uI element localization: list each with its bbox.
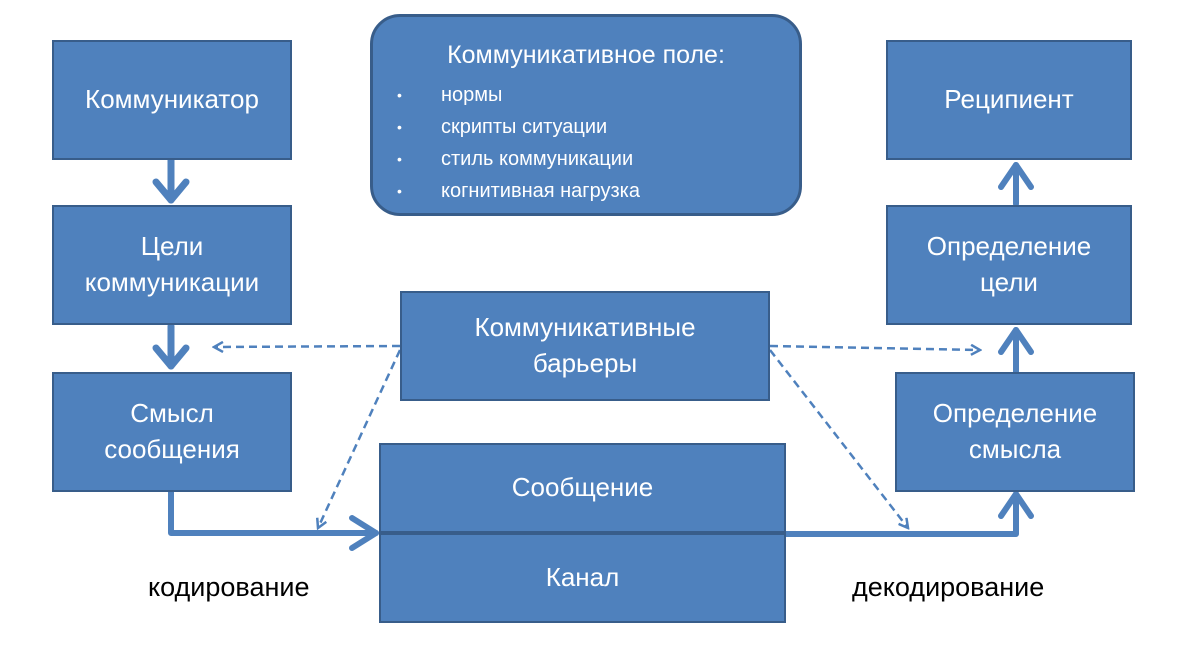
barriers-label-line2: барьеры [532, 348, 638, 378]
dashed-arrow-barriers-to-encoding [318, 349, 402, 528]
meaning-determination-label-line1: Определение [932, 398, 1098, 429]
communicative-field-title: Коммуникативное поле: [447, 41, 725, 69]
goal-determination-label-line2: цели [980, 267, 1038, 297]
bullet-icon: • [397, 151, 402, 167]
dashed-arrow-barriers-to-goals [214, 346, 401, 347]
encoding-label: кодирование [148, 572, 310, 602]
communicator-box: Коммуникатор [52, 40, 292, 160]
meaning-determination-box: Определение смысла [895, 372, 1135, 492]
list-item-text: скрипты ситуации [441, 115, 608, 138]
barriers-box: Коммуникативные барьеры [400, 291, 770, 401]
meaning-label-line1: Смысл [130, 398, 214, 429]
list-item-text: стиль коммуникации [441, 147, 634, 170]
bullet-icon: • [397, 183, 402, 199]
barriers-label-line1: Коммуникативные [474, 312, 696, 343]
arrow-meaning-determination-to-goal-determination [998, 327, 1034, 375]
goal-determination-label-line1: Определение [926, 231, 1092, 262]
recipient-box: Реципиент [886, 40, 1132, 160]
meaning-determination-label-line2: смысла [968, 434, 1062, 464]
arrow-meaning-to-channel [168, 489, 379, 551]
arrow-communicator-to-goals [152, 156, 190, 204]
meaning-box: Смысл сообщения [52, 372, 292, 492]
communicative-field-list: • нормы • скрипты ситуации • стиль коммуник… [395, 79, 640, 207]
goal-determination-box: Определение цели [886, 205, 1132, 325]
recipient-label: Реципиент [944, 84, 1074, 115]
dashed-arrow-barriers-to-decoding [769, 349, 908, 528]
communicator-label: Коммуникатор [85, 84, 259, 115]
list-item: • когнитивная нагрузка [395, 175, 640, 207]
dashed-arrow-barriers-to-goal-determination [769, 346, 980, 350]
arrow-goal-determination-to-recipient [998, 162, 1034, 207]
goals-box: Цели коммуникации [52, 205, 292, 325]
channel-box: Канал [379, 533, 786, 623]
arrow-channel-to-meaning-determination [781, 491, 1034, 537]
message-box: Сообщение [379, 443, 786, 533]
list-item: • стиль коммуникации [395, 143, 640, 175]
list-item-text: нормы [441, 83, 503, 106]
bullet-icon: • [397, 119, 402, 135]
decoding-label: декодирование [852, 572, 1045, 602]
message-label: Сообщение [511, 472, 654, 503]
arrow-goals-to-meaning [152, 322, 190, 370]
bullet-icon: • [397, 87, 402, 103]
communicative-field-box: Коммуникативное поле: • нормы • скрипты си… [370, 14, 802, 216]
list-item: • скрипты ситуации [395, 111, 640, 143]
goals-label-line2: коммуникации [84, 267, 260, 297]
list-item-text: когнитивная нагрузка [441, 179, 640, 202]
list-item: • нормы [395, 79, 640, 111]
goals-label-line1: Цели [140, 231, 204, 262]
channel-label: Канал [545, 562, 620, 593]
meaning-label-line2: сообщения [104, 434, 240, 464]
